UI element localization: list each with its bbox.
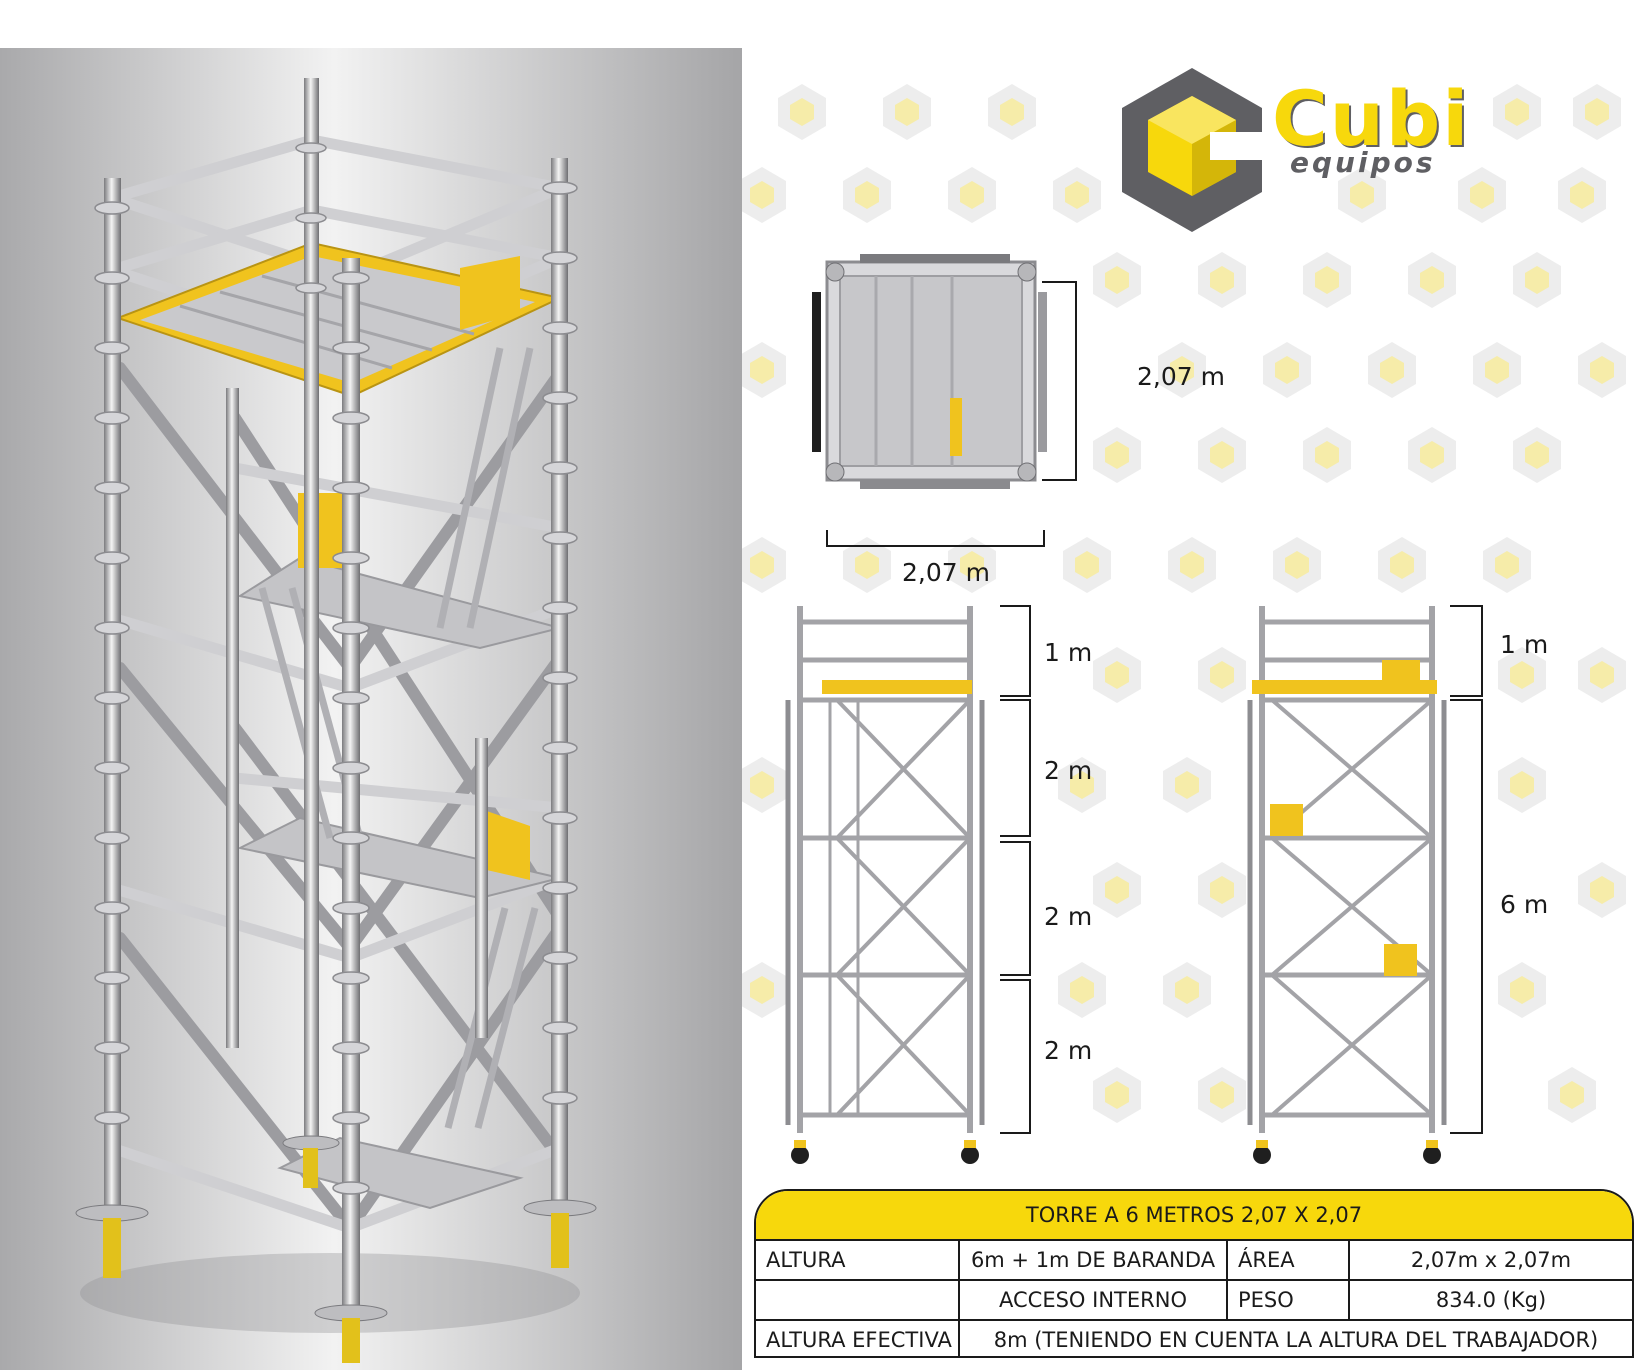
spec-label-area: ÁREA <box>1228 1241 1350 1279</box>
elevation-a-level-2-label: 2 m <box>1044 902 1093 931</box>
brand-tagline: equipos <box>1290 146 1436 179</box>
spec-value-area: 2,07m x 2,07m <box>1410 1248 1572 1272</box>
spec-table-title: TORRE A 6 METROS 2,07 X 2,07 <box>756 1191 1632 1241</box>
top-view-depth-label: 2,07 m <box>1137 362 1225 391</box>
top-view-dimension-lines <box>826 281 1077 547</box>
elevation-b-wheels <box>1253 1140 1441 1164</box>
table-row: ACCESO INTERNO PESO 834.0 (Kg) <box>756 1281 1632 1321</box>
elevation-a-wheels <box>791 1140 979 1164</box>
spec-table: TORRE A 6 METROS 2,07 X 2,07 ALTURA 6m +… <box>754 1189 1634 1358</box>
spec-value-peso: 834.0 (Kg) <box>1435 1288 1547 1312</box>
spec-value-altura-efectiva: 8m (TENIENDO EN CUENTA LA ALTURA DEL TRA… <box>993 1327 1599 1352</box>
technical-drawings-panel <box>742 68 1626 1164</box>
table-row: ALTURA 6m + 1m DE BARANDA ÁREA 2,07m x 2… <box>756 1241 1632 1281</box>
elevation-view-a <box>785 606 985 1133</box>
elevation-b-total-label: 6 m <box>1500 890 1549 919</box>
spec-label-empty <box>756 1281 960 1319</box>
elevation-b-rail-label: 1 m <box>1500 630 1549 659</box>
table-row: ALTURA EFECTIVA 8m (TENIENDO EN CUENTA L… <box>756 1321 1632 1356</box>
elevation-a-rail-label: 1 m <box>1044 638 1093 667</box>
brand-name: Cubi <box>1272 74 1471 163</box>
spec-label-peso: PESO <box>1228 1281 1350 1319</box>
top-view-width-label: 2,07 m <box>902 558 990 587</box>
scaffold-3d-render <box>0 48 742 1370</box>
top-view-drawing <box>812 254 1047 489</box>
elevation-a-level-1-label: 2 m <box>1044 756 1093 785</box>
cubi-logo <box>1122 68 1272 232</box>
watermark-pattern <box>742 84 1626 1123</box>
elevation-a-dimension-lines <box>1000 605 1031 1134</box>
spec-value-acceso: ACCESO INTERNO <box>960 1281 1228 1319</box>
spec-label-altura: ALTURA <box>756 1241 960 1279</box>
spec-value-altura: 6m + 1m DE BARANDA <box>960 1241 1228 1279</box>
spec-label-altura-efectiva: ALTURA EFECTIVA <box>756 1321 960 1356</box>
elevation-a-platform <box>822 680 972 694</box>
elevation-a-level-3-label: 2 m <box>1044 1036 1093 1065</box>
elevation-b-dimension-lines <box>1450 605 1483 1134</box>
